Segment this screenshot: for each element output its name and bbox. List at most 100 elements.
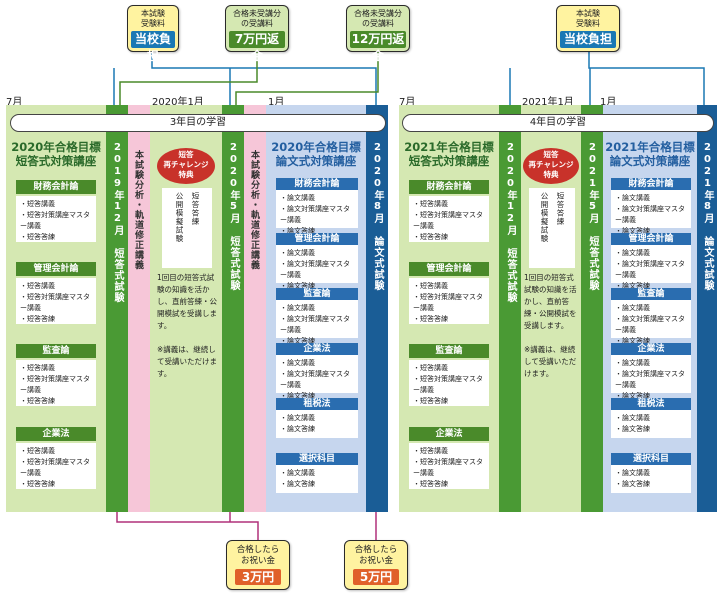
left-exam-may2020-col	[222, 105, 244, 512]
list-item: 短答答練	[413, 232, 485, 243]
badge-line1: 短答	[178, 150, 194, 159]
subject-items: 論文講義 論文対策講座マスター講義 論文答練	[611, 300, 691, 345]
list-item: 論文講義	[280, 193, 354, 204]
subject-items: 論文講義 論文答練	[611, 410, 691, 438]
exam-aug-2021-label: 2021年8月 論文式試験	[702, 142, 713, 291]
subject-items: 短答講義 短答対策講座マスター講義 短答答練	[16, 278, 96, 324]
badge-line1: 短答	[543, 150, 559, 159]
list-item: 短答答練	[20, 396, 92, 407]
analysis-label-1: 本試験分析・軌道修正講義	[133, 150, 143, 270]
left-short-title: 2020年合格目標 短答式対策講座	[8, 140, 104, 168]
subject-items: 論文講義 論文対策講座マスター講義 論文答練	[276, 245, 358, 290]
subject-header: 監査論	[16, 344, 96, 358]
retry-item: 短答答練	[191, 192, 200, 226]
subject-header: 監査論	[409, 344, 489, 358]
list-item: 論文答練	[280, 424, 354, 435]
subject-items: 論文講義 論文対策講座マスター講義 論文答練	[276, 300, 358, 345]
box-line2: の受講料	[362, 19, 394, 28]
subject-items: 論文講義 論文対策講座マスター講義 論文答練	[611, 355, 691, 400]
subject-header: 財務会計論	[409, 180, 489, 194]
list-item: 論文講義	[615, 248, 687, 259]
list-item: 短答対策講座マスター講義	[20, 210, 92, 232]
subject-header: 企業法	[276, 343, 358, 355]
box-amount: 5万円	[353, 569, 399, 585]
list-item: 短答対策講座マスター講義	[413, 210, 485, 232]
list-item: 論文答練	[615, 479, 687, 490]
subject-items: 論文講義 論文対策講座マスター講義 論文答練	[611, 245, 691, 290]
list-item: 短答対策講座マスター講義	[20, 374, 92, 396]
list-item: 短答対策講座マスター講義	[413, 292, 485, 314]
list-item: 論文対策講座マスター講義	[615, 369, 687, 391]
list-item: 論文対策講座マスター講義	[280, 314, 354, 336]
subject-items: 論文講義 論文答練	[276, 465, 358, 493]
list-item: 論文講義	[615, 413, 687, 424]
subject-header: 租税法	[276, 398, 358, 410]
list-item: 短答対策講座マスター講義	[413, 457, 485, 479]
exam-dec-2020-label: 2020年12月 短答式試験	[505, 142, 516, 303]
list-item: 論文答練	[280, 479, 354, 490]
list-item: 短答講義	[413, 363, 485, 374]
list-item: 論文対策講座マスター講義	[615, 259, 687, 281]
box-amount: 7万円返金	[229, 31, 285, 63]
list-item: 論文答練	[615, 424, 687, 435]
subject-items: 短答講義 短答対策講座マスター講義 短答答練	[409, 196, 489, 242]
month-jul-right: 7月	[399, 97, 416, 108]
retry-item: 公開模擬試験	[540, 192, 549, 243]
title-line1: 2020年合格目標	[271, 140, 361, 154]
refund-box-7man: 合格未受講分 の受講料 7万円返金	[225, 5, 289, 63]
right-exam-aug2021-col	[697, 105, 717, 512]
list-item: 論文講義	[280, 468, 354, 479]
title-line1: 2020年合格目標	[11, 140, 101, 154]
exam-aug-2020-label: 2020年8月 論文式試験	[372, 142, 383, 291]
month-jan-left: 2020年1月	[152, 97, 204, 108]
retry-desc-right: 1回目の短答式試験の知識を活かし、直前答練・公開模試を受講します。	[524, 273, 577, 330]
box-amount: 当校負担	[560, 31, 616, 48]
left-analysis2-col	[244, 105, 266, 512]
subject-header: 財務会計論	[276, 178, 358, 190]
exam-may-2021-label: 2021年5月 短答式試験	[587, 142, 598, 291]
list-item: 論文講義	[615, 358, 687, 369]
month-jan2-right: 1月	[600, 97, 617, 108]
list-item: 論文対策講座マスター講義	[280, 204, 354, 226]
box-line2: お祝い金	[240, 556, 275, 566]
list-item: 論文講義	[615, 303, 687, 314]
subject-header: 企業法	[16, 427, 96, 441]
exam-fee-box-left: 本試験 受験料 当校負担	[127, 5, 179, 63]
subject-items: 論文講義 論文答練	[611, 465, 691, 493]
retry-item: 短答答練	[556, 192, 565, 226]
subject-header: 選択科目	[611, 453, 691, 465]
retry-desc-left: 1回目の短答式試験の知識を活かし、直前答練・公開模試を受講します。	[157, 273, 217, 330]
subject-items: 論文講義 論文答練	[276, 410, 358, 438]
subject-header: 監査論	[276, 288, 358, 300]
title-line2: 論文式対策講座	[275, 154, 357, 168]
title-line1: 2021年合格目標	[404, 140, 494, 154]
list-item: 短答答練	[413, 314, 485, 325]
subject-items: 論文講義 論文対策講座マスター講義 論文答練	[276, 355, 358, 400]
badge-line3: 特典	[543, 170, 559, 179]
retry-items-card-right: 短答答練 公開模擬試験	[529, 188, 575, 268]
left-exam-aug2020-col	[366, 105, 388, 512]
list-item: 論文答練	[280, 336, 354, 347]
list-item: 論文講義	[615, 193, 687, 204]
subject-header: 財務会計論	[16, 180, 96, 194]
list-item: 短答講義	[413, 199, 485, 210]
subject-header: 管理会計論	[16, 262, 96, 276]
retry-badge-left: 短答 再チャレンジ 特典	[157, 148, 215, 184]
list-item: 論文答練	[280, 281, 354, 292]
subject-header: 管理会計論	[276, 233, 358, 245]
left-analysis1-col	[128, 105, 150, 512]
subject-items: 論文講義 論文対策講座マスター講義 論文答練	[276, 190, 358, 235]
list-item: 論文答練	[615, 336, 687, 347]
list-item: 論文対策講座マスター講義	[615, 314, 687, 336]
subject-items: 短答講義 短答対策講座マスター講義 短答答練	[409, 443, 489, 489]
badge-line3: 特典	[178, 170, 194, 179]
list-item: 短答答練	[413, 396, 485, 407]
list-item: 論文講義	[280, 413, 354, 424]
box-amount: 12万円返金	[350, 31, 406, 63]
list-item: 短答答練	[20, 314, 92, 325]
list-item: 論文講義	[280, 248, 354, 259]
box-line1: 合格未受講分	[354, 9, 402, 18]
right-exam-dec2020-col	[499, 105, 521, 512]
list-item: 短答講義	[413, 446, 485, 457]
